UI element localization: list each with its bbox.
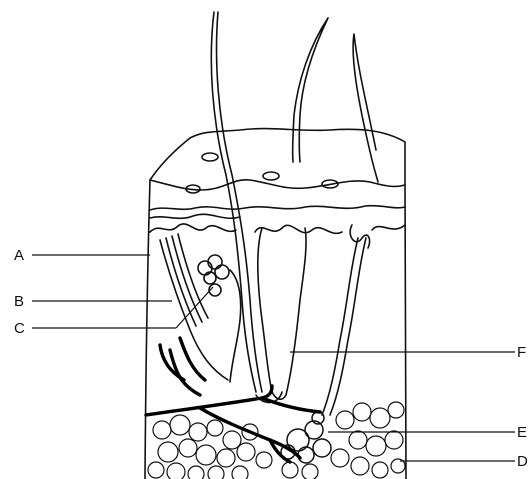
hair-shaft-left — [211, 12, 262, 392]
sweat-gland-coil — [281, 412, 331, 463]
label-c: C — [14, 321, 25, 336]
label-f: F — [517, 345, 526, 360]
sweat-duct — [322, 238, 366, 415]
hair-shaft-right — [353, 34, 378, 182]
label-b: B — [14, 294, 24, 309]
label-a: A — [14, 248, 24, 263]
epidermis-surface — [150, 180, 405, 190]
hair-shaft-middle — [293, 18, 328, 162]
hair-follicle — [258, 228, 306, 399]
adipose-tissue — [148, 402, 405, 479]
epidermis-band-top — [150, 206, 405, 210]
label-d: D — [517, 454, 528, 469]
sebaceous-gland — [198, 255, 229, 296]
epidermis-band-mid — [150, 214, 240, 218]
label-e: E — [517, 425, 527, 440]
dermal-papillae — [150, 224, 405, 233]
